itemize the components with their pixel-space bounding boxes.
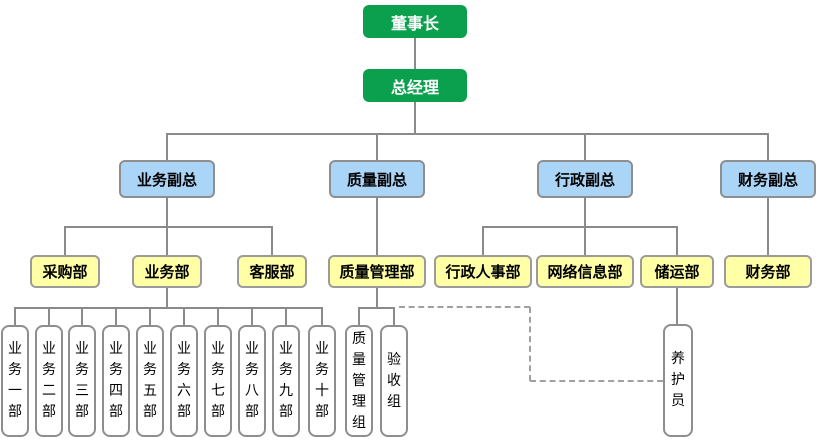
connector-line [14, 307, 16, 325]
unit-label: 业务八部 [245, 341, 259, 420]
node-vp-business: 业务副总 [119, 160, 215, 198]
unit-label: 业务九部 [279, 341, 293, 420]
node-business-unit-5: 业务五部 [136, 325, 164, 437]
connector-line [217, 307, 219, 325]
node-business-unit-4: 业务四部 [102, 325, 130, 437]
node-business-unit-2: 业务二部 [35, 325, 63, 437]
unit-label: 业务三部 [75, 341, 89, 420]
connector-line [358, 307, 395, 309]
connector-line [676, 288, 678, 324]
connector-line [166, 133, 168, 160]
node-vp-quality: 质量副总 [329, 160, 425, 198]
node-acceptance-team: 验收组 [380, 325, 408, 437]
connector-line [376, 288, 378, 307]
connector-line-dashed [529, 307, 531, 381]
connector-line [251, 307, 253, 325]
connector-line [321, 307, 323, 325]
staff-label: 养护员 [671, 351, 685, 409]
unit-label: 业务七部 [211, 341, 225, 420]
connector-line [14, 307, 323, 309]
node-business-unit-3: 业务三部 [68, 325, 96, 437]
connector-line [183, 307, 185, 325]
node-business-unit-6: 业务六部 [170, 325, 198, 437]
node-dept-finance: 财务部 [724, 255, 812, 288]
node-business-unit-1: 业务一部 [1, 325, 29, 437]
connector-line [358, 307, 360, 325]
connector-line [584, 133, 586, 160]
connector-line-dashed [530, 380, 663, 382]
team-label: 验收组 [387, 351, 401, 410]
connector-line [48, 307, 50, 325]
node-dept-purchasing: 采购部 [30, 255, 100, 288]
connector-line [482, 226, 678, 228]
unit-label: 业务十部 [315, 341, 329, 420]
connector-line-dashed [399, 306, 530, 308]
unit-label: 业务四部 [109, 341, 123, 420]
connector-line [482, 226, 484, 255]
connector-line [149, 307, 151, 325]
node-dept-customer-service: 客服部 [237, 255, 307, 288]
node-quality-management-team: 质量管理组 [345, 325, 373, 437]
node-business-unit-9: 业务九部 [272, 325, 300, 437]
connector-line [271, 226, 273, 255]
node-business-unit-10: 业务十部 [308, 325, 336, 437]
connector-line [414, 102, 416, 133]
node-business-unit-8: 业务八部 [238, 325, 266, 437]
connector-line [81, 307, 83, 325]
node-dept-admin-hr: 行政人事部 [434, 255, 532, 288]
connector-line [64, 226, 66, 255]
connector-line [115, 307, 117, 325]
connector-line [676, 226, 678, 255]
node-vp-finance: 财务副总 [720, 160, 816, 198]
connector-line [64, 226, 273, 228]
connector-line [166, 288, 168, 307]
connector-line [376, 198, 378, 255]
node-vp-admin: 行政副总 [537, 160, 633, 198]
node-business-unit-7: 业务七部 [204, 325, 232, 437]
node-general-manager: 总经理 [363, 69, 467, 102]
node-dept-business: 业务部 [132, 255, 202, 288]
unit-label: 业务二部 [42, 341, 56, 420]
node-chairman: 董事长 [363, 5, 467, 38]
connector-line [414, 38, 416, 69]
connector-line [285, 307, 287, 325]
team-label: 质量管理组 [352, 330, 366, 431]
connector-line [376, 133, 378, 160]
connector-line [393, 307, 395, 325]
unit-label: 业务六部 [177, 341, 191, 420]
connector-line [166, 133, 769, 135]
node-dept-storage-transport: 储运部 [640, 255, 714, 288]
connector-line [767, 198, 769, 255]
unit-label: 业务一部 [8, 341, 22, 420]
connector-line [767, 133, 769, 160]
node-maintenance-staff: 养护员 [663, 324, 693, 437]
unit-label: 业务五部 [143, 341, 157, 420]
node-dept-network-info: 网络信息部 [536, 255, 634, 288]
node-dept-quality-management: 质量管理部 [328, 255, 426, 288]
